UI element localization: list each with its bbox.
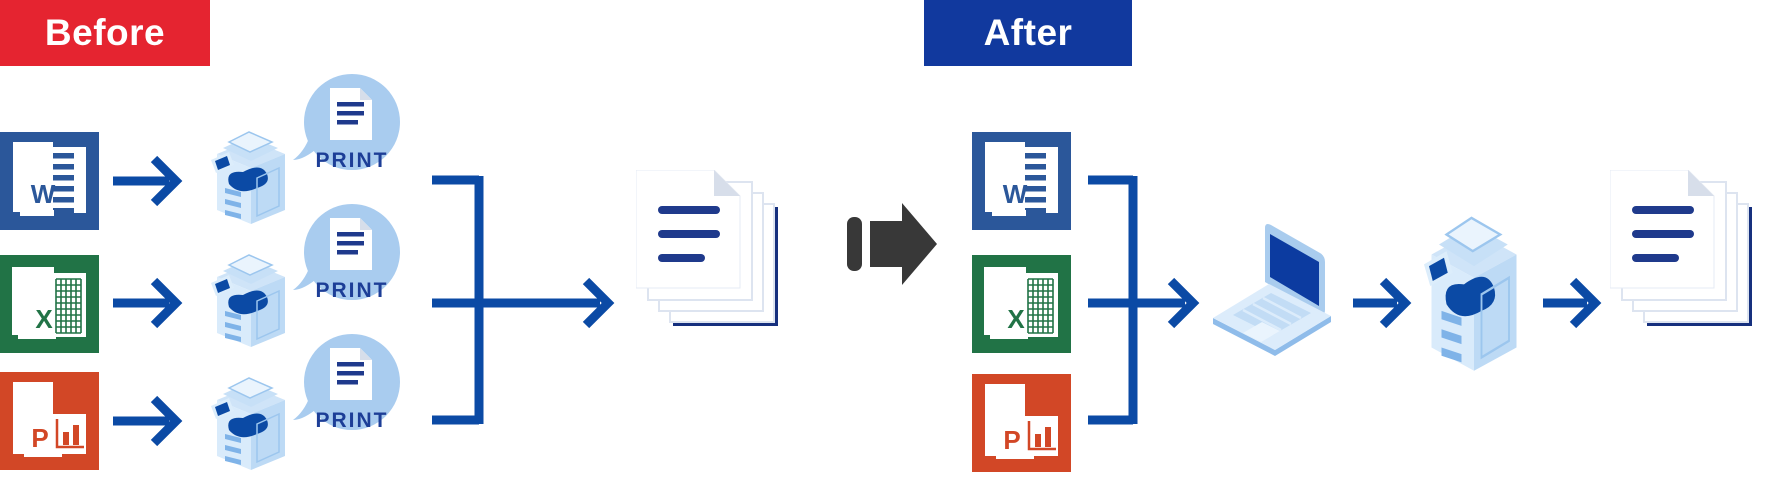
- excel-letter-after: X: [1007, 304, 1025, 334]
- excel-file-icon-after: X: [972, 255, 1071, 353]
- before-label: Before: [0, 0, 210, 66]
- after-document-stack: [1610, 170, 1752, 326]
- after-to-laptop-arrow: [1088, 277, 1200, 329]
- print-bubble-3: PRINT: [293, 334, 400, 432]
- laptop-to-printer-arrow: [1353, 277, 1412, 329]
- before-after-transition-arrow-icon: [847, 203, 937, 285]
- word-to-printer-arrow: [113, 155, 183, 207]
- print-bubble-2: PRINT: [293, 204, 400, 302]
- word-letter: W: [31, 179, 56, 209]
- powerpoint-letter-after: P: [1003, 425, 1020, 455]
- print-bubble-1: PRINT: [293, 74, 400, 172]
- after-label: After: [924, 0, 1132, 66]
- powerpoint-file-icon-after: P: [972, 374, 1071, 472]
- powerpoint-letter: P: [31, 423, 48, 453]
- excel-file-icon: X: [0, 255, 99, 353]
- before-document-stack: [636, 170, 778, 326]
- before-output-arrow: [432, 277, 615, 329]
- excel-letter: X: [35, 304, 53, 334]
- printer-icon-after: [1422, 216, 1518, 372]
- print-bubble-2-text: PRINT: [316, 279, 389, 302]
- powerpoint-file-icon: P: [0, 372, 99, 470]
- laptop-icon: [1213, 224, 1331, 356]
- word-letter-after: W: [1003, 179, 1028, 209]
- powerpoint-to-printer-arrow: [113, 395, 183, 447]
- word-file-icon-after: W: [972, 132, 1071, 230]
- excel-to-printer-arrow: [113, 277, 183, 329]
- word-file-icon: W: [0, 132, 99, 230]
- print-bubble-3-text: PRINT: [316, 409, 389, 432]
- after-label-text: After: [983, 12, 1073, 53]
- printer-to-documents-arrow: [1543, 277, 1602, 329]
- before-label-text: Before: [44, 12, 166, 53]
- print-bubble-1-text: PRINT: [316, 149, 389, 172]
